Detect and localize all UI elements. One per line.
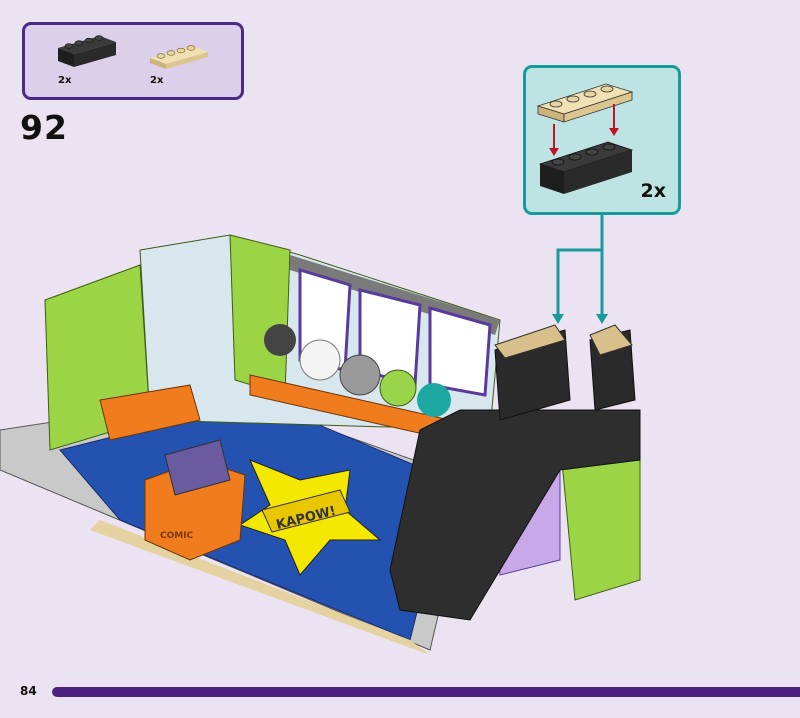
sub-assembly-diagram <box>536 83 634 194</box>
tan-plate-1x4-icon <box>150 45 208 69</box>
black-brick-1x4-icon <box>58 35 116 67</box>
part-quantity: 2x <box>58 75 72 86</box>
crate-label: COMIC <box>160 531 194 541</box>
progress-bar <box>52 687 800 697</box>
page-number: 84 <box>20 684 37 698</box>
part-quantity: 2x <box>150 75 164 86</box>
callout-quantity: 2x <box>640 180 666 202</box>
step-number: 92 <box>20 108 68 147</box>
sub-assembly-callout: 2x <box>523 65 681 215</box>
parts-list-box: 2x 2x <box>22 22 244 100</box>
callout-connector <box>556 212 604 318</box>
